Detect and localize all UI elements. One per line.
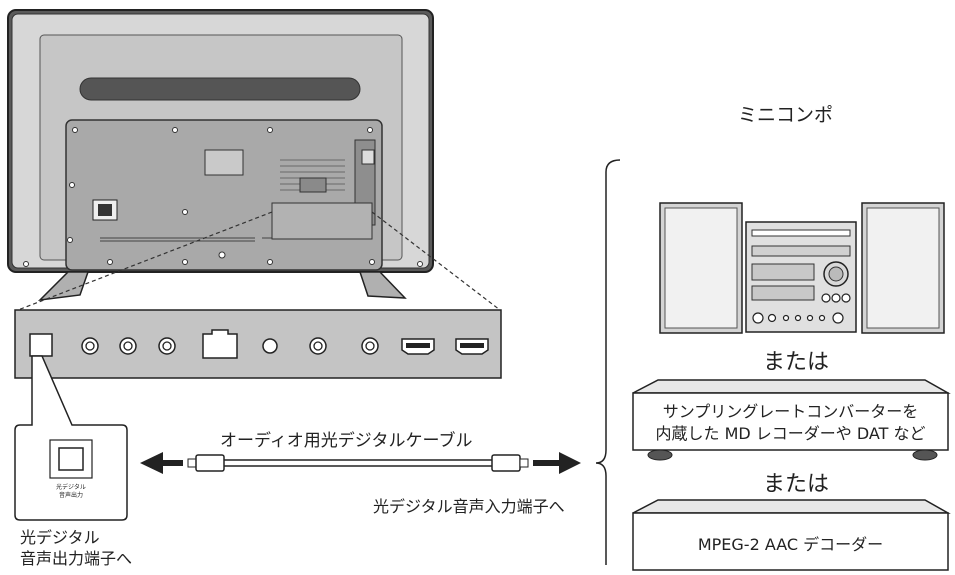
tv-stand-right xyxy=(358,271,407,299)
aac-decoder-device xyxy=(632,499,951,571)
lan-port xyxy=(202,329,238,359)
mini-component-label: ミニコンポ xyxy=(738,104,834,126)
arrow-right xyxy=(559,452,581,474)
md-dat-label-line2: 内蔵した MD レコーダーや DAT など xyxy=(655,424,926,443)
port-closeup-callout xyxy=(14,355,128,521)
tv-rear-view xyxy=(7,9,434,302)
port-closeup-label-line1: 光デジタル xyxy=(56,484,86,491)
arrow-left xyxy=(140,452,163,474)
or-label-2: または xyxy=(763,472,830,497)
optical-output-label-line1: 光デジタル xyxy=(20,528,100,547)
cable-label: オーディオ用光デジタルケーブル xyxy=(220,431,473,451)
optical-output-port xyxy=(29,333,53,357)
aac-decoder-label: MPEG-2 AAC デコーダー xyxy=(697,535,884,554)
optical-cable xyxy=(140,452,581,474)
or-label-1: または xyxy=(763,350,830,375)
optical-input-label: 光デジタル音声入力端子へ xyxy=(373,497,565,516)
device-brace xyxy=(595,159,621,565)
mini-component-illustration xyxy=(659,202,945,334)
tv-stand-left xyxy=(37,271,90,302)
optical-output-label: 光デジタル 音声出力端子へ xyxy=(20,527,132,569)
optical-output-label-line2: 音声出力端子へ xyxy=(20,549,133,568)
port-closeup-label-line2: 音声出力 xyxy=(58,492,83,499)
tv-handle-slot xyxy=(79,77,361,101)
tv-back-panel xyxy=(65,119,383,271)
md-dat-label-line1: サンプリングレートコンバーターを xyxy=(662,402,919,421)
port-closeup-label: 光デジタル 音声出力 xyxy=(46,484,96,500)
md-dat-label: サンプリングレートコンバーターを 内蔵した MD レコーダーや DAT など xyxy=(633,401,948,445)
tv-terminal-area xyxy=(271,202,373,240)
terminal-panel-closeup xyxy=(14,309,502,379)
md-dat-device xyxy=(632,379,951,461)
